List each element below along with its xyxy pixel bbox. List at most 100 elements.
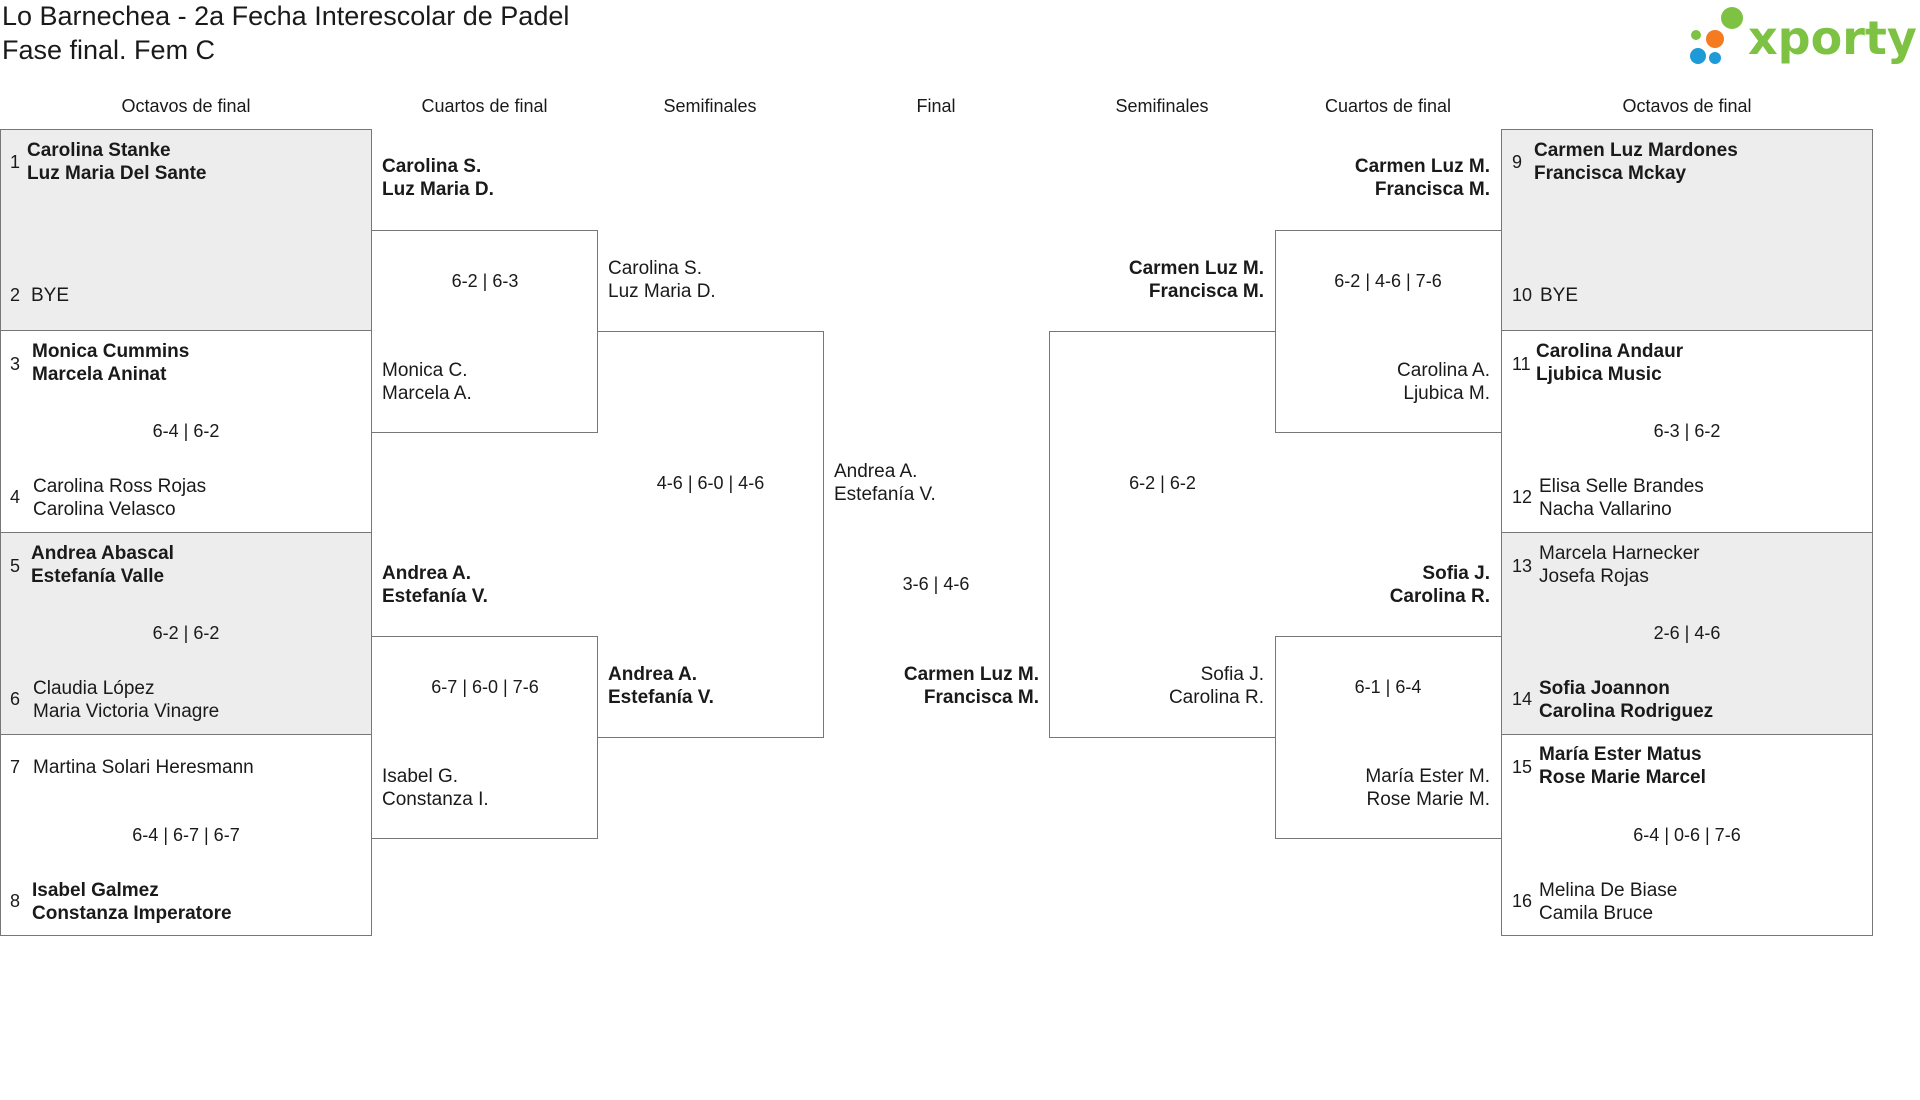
team-player: Carolina R. — [1168, 687, 1264, 708]
match-score: 6-4 | 6-2 — [152, 421, 220, 441]
match-score: 6-3 | 6-2 — [1653, 421, 1721, 441]
semis-right-match — [1049, 331, 1276, 738]
team-player: Ljubica M. — [1403, 383, 1490, 404]
final-score: 3-6 | 4-6 — [902, 574, 970, 594]
team-player: Luz Maria Del Sante — [27, 163, 207, 184]
team-player: Ljubica Music — [1536, 364, 1662, 385]
team-player: Camila Bruce — [1539, 903, 1654, 924]
header-semis-right: Semifinales — [1115, 96, 1209, 116]
match-score: 6-2 | 6-3 — [451, 271, 519, 291]
team-player: BYE — [31, 285, 70, 306]
octavos-left-match-3 — [0, 532, 372, 735]
match-score: 2-6 | 4-6 — [1653, 623, 1721, 643]
match-score: 6-4 | 6-7 | 6-7 — [132, 825, 240, 845]
header-cuartos-right: Cuartos de final — [1324, 96, 1452, 116]
team-player: Andrea Abascal — [31, 543, 174, 564]
team-player: Carolina R. — [1389, 586, 1490, 607]
page-subtitle: Fase final. Fem C — [2, 35, 216, 65]
logo-dot-green-small — [1691, 30, 1701, 40]
logo-dot-blue — [1690, 48, 1706, 64]
seed-number: 6 — [10, 689, 21, 709]
team-player: Estefanía Valle — [31, 566, 165, 587]
team-player: Carmen Luz M. — [903, 664, 1039, 685]
team-player: Andrea A. — [834, 461, 918, 482]
team-player: Luz Maria D. — [608, 281, 716, 302]
octavos-right-match-4 — [1501, 734, 1873, 936]
team-player: Carolina S. — [608, 258, 702, 279]
header-octavos-right: Octavos de final — [1622, 96, 1752, 116]
semis-left-match — [597, 331, 824, 738]
seed-number: 14 — [1512, 689, 1533, 709]
team-player: Estefanía V. — [382, 586, 488, 607]
seed-number: 12 — [1512, 487, 1533, 507]
team-player: Monica Cummins — [32, 341, 190, 362]
header-final: Final — [916, 96, 956, 116]
match-score: 6-2 | 6-2 — [1129, 473, 1196, 493]
seed-number: 3 — [10, 354, 21, 374]
team-player: Claudia López — [33, 678, 155, 699]
team-player: Sofia J. — [1200, 664, 1264, 685]
match-score: 6-2 | 6-2 — [152, 623, 220, 643]
team-player: Sofia J. — [1422, 563, 1490, 584]
team-player: Nacha Vallarino — [1539, 499, 1672, 520]
xporty-logo: xporty — [1670, 0, 1920, 80]
team-player: BYE — [1540, 285, 1579, 306]
seed-number: 16 — [1512, 891, 1533, 911]
team-player: Rose Marie M. — [1366, 789, 1490, 810]
team-player: Constanza I. — [382, 789, 489, 810]
team-player: Carmen Luz M. — [1128, 258, 1264, 279]
seed-number: 11 — [1512, 354, 1531, 374]
seed-number: 7 — [10, 757, 21, 777]
seed-number: 4 — [10, 487, 21, 507]
match-score: 6-1 | 6-4 — [1354, 677, 1422, 697]
octavos-right-match-1 — [1501, 129, 1873, 331]
team-player: Carolina Rodriguez — [1539, 701, 1714, 722]
team-player: Rose Marie Marcel — [1539, 767, 1706, 788]
team-player: Maria Victoria Vinagre — [33, 701, 220, 722]
team-player: Melina De Biase — [1539, 880, 1678, 901]
logo-dot-green — [1721, 7, 1743, 29]
team-player: Constanza Imperatore — [32, 903, 232, 924]
team-player: Marcela Aninat — [32, 364, 167, 385]
seed-number: 5 — [10, 556, 21, 576]
seed-number: 13 — [1512, 556, 1533, 576]
team-player: Elisa Selle Brandes — [1539, 476, 1704, 497]
team-player: Carmen Luz M. — [1354, 156, 1490, 177]
team-player: Andrea A. — [382, 563, 472, 584]
team-player: Marcela A. — [382, 383, 472, 404]
team-player: Francisca M. — [1148, 281, 1264, 302]
header-semis-left: Semifinales — [663, 96, 757, 116]
match-score: 6-2 | 4-6 | 7-6 — [1334, 271, 1442, 291]
octavos-right-match-3 — [1501, 532, 1873, 735]
cuartos-right-match-2 — [1275, 636, 1501, 839]
team-player: Carmen Luz Mardones — [1534, 140, 1738, 161]
cuartos-right-match-1 — [1275, 230, 1501, 433]
team-player: Estefanía V. — [608, 687, 714, 708]
seed-number: 10 — [1512, 285, 1533, 305]
team-player: Luz Maria D. — [382, 179, 494, 200]
team-player: Carolina Velasco — [33, 499, 176, 520]
team-player: Martina Solari Heresmann — [33, 757, 254, 778]
octavos-left-match-1 — [0, 129, 372, 331]
page-title: Lo Barnechea - 2a Fecha Interescolar de … — [2, 1, 570, 31]
octavos-left-match-4 — [0, 734, 372, 936]
header-cuartos-left: Cuartos de final — [421, 96, 548, 116]
team-player: Carolina S. — [382, 156, 482, 177]
seed-number: 1 — [10, 152, 21, 172]
team-player: María Ester Matus — [1539, 744, 1702, 765]
logo-text: xporty — [1748, 11, 1917, 65]
seed-number: 15 — [1512, 757, 1533, 777]
seed-number: 2 — [10, 285, 21, 305]
logo-dot-orange — [1706, 30, 1724, 48]
team-player: María Ester M. — [1365, 766, 1490, 787]
team-player: Francisca Mckay — [1534, 163, 1687, 184]
team-player: Andrea A. — [608, 664, 698, 685]
header-octavos-left: Octavos de final — [121, 96, 251, 116]
team-player: Carolina Stanke — [27, 140, 171, 161]
logo-dot-blue-small — [1709, 52, 1721, 64]
match-score: 6-4 | 0-6 | 7-6 — [1633, 825, 1741, 845]
team-player: Francisca M. — [923, 687, 1039, 708]
match-score: 6-7 | 6-0 | 7-6 — [431, 677, 539, 697]
team-player: Sofia Joannon — [1539, 678, 1670, 699]
match-score: 4-6 | 6-0 | 4-6 — [656, 473, 765, 493]
